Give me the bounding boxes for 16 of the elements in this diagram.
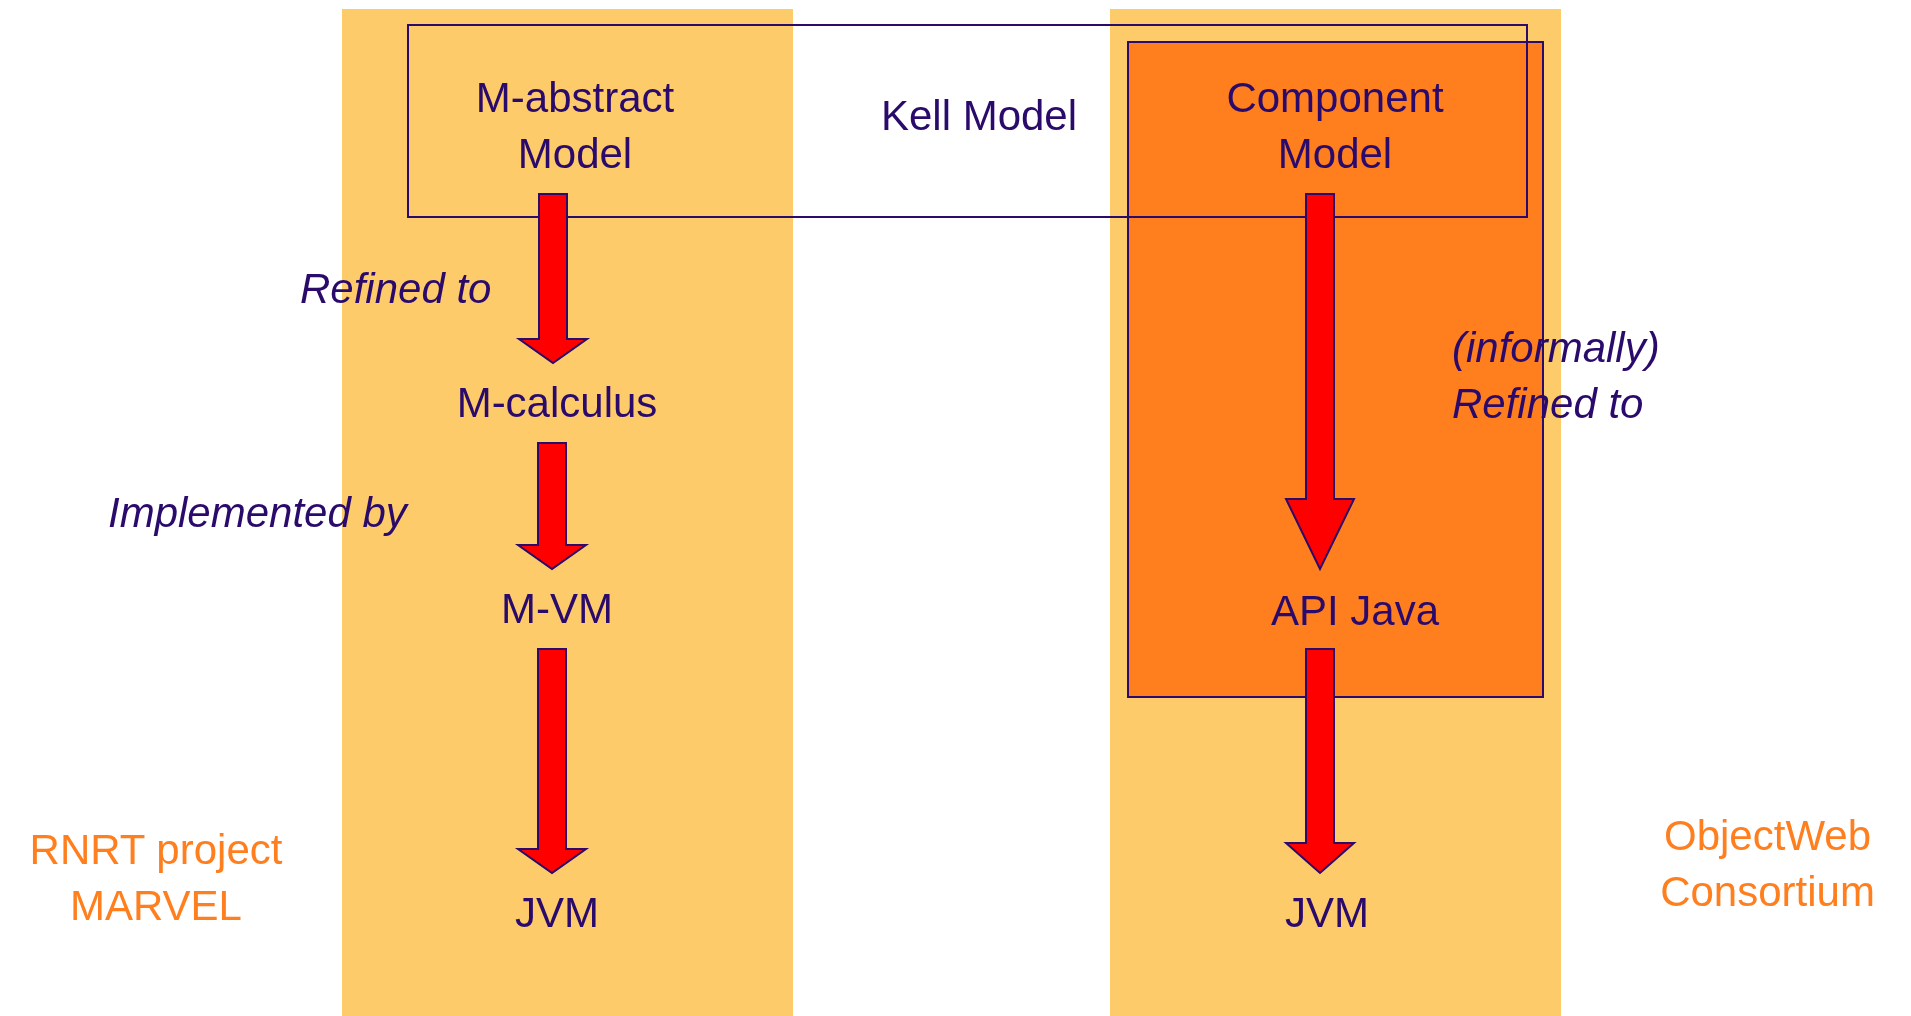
node-label: M-calculus: [455, 378, 659, 428]
node-label: Component Model: [1225, 73, 1445, 179]
node-label: M-VM: [500, 584, 614, 634]
block-arrow: [514, 648, 590, 875]
block-arrow: [1283, 648, 1357, 875]
block-arrow: [515, 193, 591, 365]
note-text: RNRT project MARVEL: [28, 825, 284, 931]
node-label: JVM: [1284, 888, 1370, 938]
block-arrow: [1284, 193, 1356, 572]
node-label: JVM: [514, 888, 600, 938]
model-frame: [407, 24, 1528, 218]
node-label: M-abstract Model: [474, 73, 676, 179]
node-label: Kell Model: [879, 91, 1079, 141]
note-text: ObjectWeb Consortium: [1659, 811, 1876, 917]
node-label: API Java: [1269, 586, 1441, 636]
block-arrow: [514, 442, 590, 571]
